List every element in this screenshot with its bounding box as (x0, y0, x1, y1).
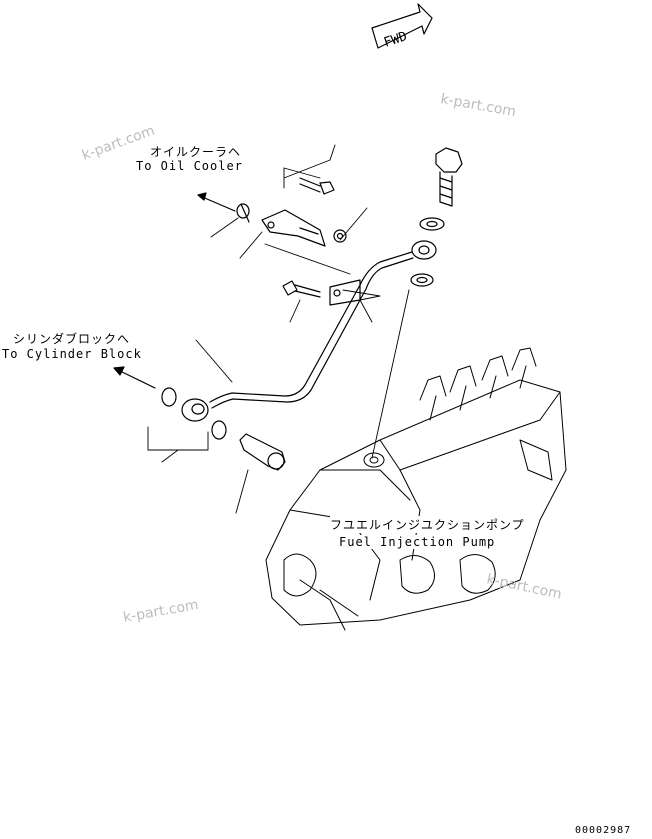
washer-lower-inner (416, 276, 428, 284)
washer-top (419, 217, 445, 231)
oil-cooler-label-en: To Oil Cooler (136, 159, 243, 173)
pump-label-en: Fuel Injection Pump (339, 535, 496, 549)
bracket (261, 209, 326, 247)
bolt-clamp (282, 280, 321, 298)
cylinder-block-arrow (113, 366, 156, 389)
watermark-2: k-part.com (80, 123, 157, 164)
cylinder-block-label-jp: シリンダブロックへ (13, 332, 131, 346)
washer-left (161, 387, 177, 407)
oil-cooler-label-jp: オイルクーラヘ (150, 145, 242, 159)
drawing-number: 00002987 (575, 825, 632, 836)
oil-cooler-arrow (197, 192, 236, 212)
banjo-bolt-top (435, 147, 463, 207)
fwd-arrow: FWD (371, 3, 433, 51)
fuel-injection-pump (265, 347, 567, 631)
cylinder-block-label-en: To Cylinder Block (2, 347, 142, 361)
oil-tube (209, 251, 414, 409)
fwd-text: FWD (382, 29, 409, 51)
watermark-3: k-part.com (485, 571, 563, 603)
nut (333, 229, 347, 243)
washer-lower (410, 273, 434, 287)
bolt-small-top (299, 177, 335, 195)
washer-top-inner (426, 220, 438, 228)
watermark-1: k-part.com (439, 91, 517, 120)
pump-label-jp: フユエルインジユクションポンプ (330, 516, 525, 533)
leader-lines (147, 144, 410, 514)
spacer-collar (236, 203, 250, 223)
eye-joint-block (181, 398, 209, 422)
eye-joint-pump (411, 240, 437, 260)
banjo-bolt-lower (239, 433, 286, 471)
washer-right (211, 420, 227, 440)
watermark-4: k-part.com (122, 597, 200, 626)
